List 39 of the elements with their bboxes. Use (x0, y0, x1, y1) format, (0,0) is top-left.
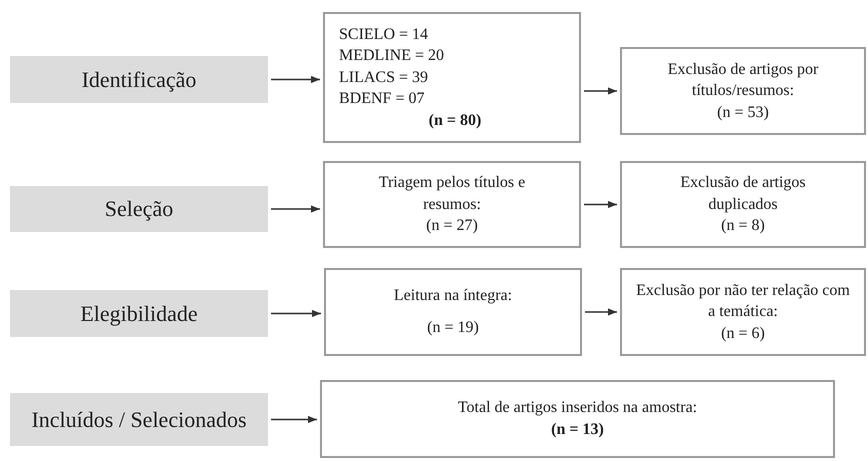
arrow (271, 76, 320, 84)
stage-name: Identificação (82, 66, 196, 92)
count-text: (n = 80) (428, 110, 482, 131)
stage-name: Incluídos / Selecionados (31, 406, 247, 432)
count-text: MEDLINE = 20 (339, 46, 444, 66)
arrow (584, 87, 617, 95)
step-text: Exclusão de artigos por títulos/resumos: (666, 60, 820, 102)
arrow (271, 310, 321, 318)
arrow (585, 308, 617, 316)
stage-name: Seleção (104, 196, 174, 222)
count-text: SCIELO = 14 (339, 24, 428, 45)
stage-label (10, 56, 268, 103)
count-text: (n = 6) (721, 324, 765, 344)
count-text: BDENF = 07 (339, 89, 424, 110)
step-text: Total de artigos inseridos na amostra: (458, 398, 698, 418)
process-box (324, 268, 582, 356)
count-text: (n = 19) (427, 318, 479, 338)
step-text: Leitura na íntegra: (394, 286, 512, 306)
process-box (620, 268, 866, 356)
count-text: LILACS = 39 (339, 68, 428, 88)
source-count-box (323, 12, 581, 143)
stage-name: Elegibilidade (80, 300, 198, 326)
step-text: Exclusão de artigos duplicados (679, 173, 807, 215)
process-box (620, 47, 866, 135)
arrow (271, 416, 317, 424)
process-box (620, 161, 866, 248)
arrow (584, 200, 617, 208)
count-text: (n = 13) (551, 420, 604, 440)
process-box (323, 161, 581, 248)
step-text: Triagem pelos títulos e resumos: (378, 173, 526, 215)
arrow (271, 205, 320, 213)
process-box (320, 380, 835, 458)
count-text: (n = 8) (721, 216, 765, 236)
stage-label (10, 393, 268, 446)
count-text: (n = 27) (426, 216, 478, 236)
stage-label (10, 290, 268, 337)
stage-label (10, 186, 268, 232)
step-text: Exclusão por não ter relação com a temática: (635, 280, 851, 322)
count-text: (n = 53) (717, 102, 769, 123)
